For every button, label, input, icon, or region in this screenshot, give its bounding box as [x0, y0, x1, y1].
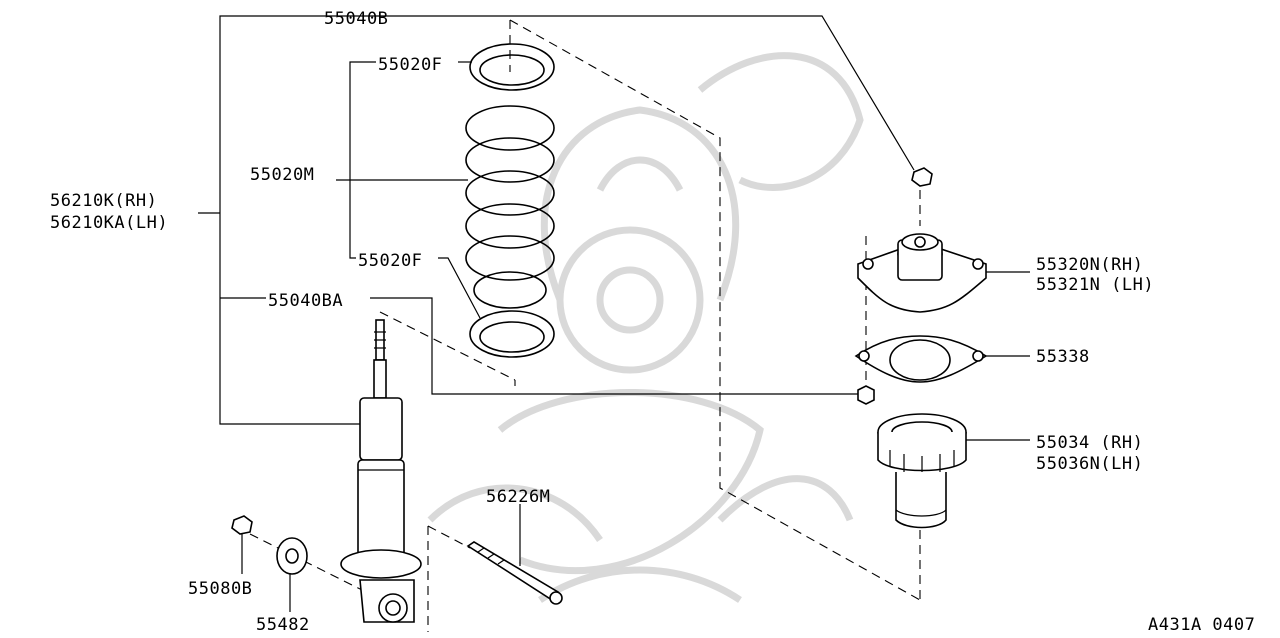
label-56226m: 56226M [486, 487, 550, 507]
mounting-insulator [857, 233, 987, 313]
washer-55482 [276, 537, 308, 575]
coil-spring [465, 105, 555, 309]
diagram-code: A431A 0407 [1148, 615, 1255, 635]
label-55036n-lh: 55036N(LH) [1036, 454, 1143, 474]
gasket-55338 [854, 335, 988, 383]
nut-55080b [231, 515, 253, 535]
label-55040ba: 55040BA [268, 291, 343, 311]
label-55020f-bottom: 55020F [358, 251, 422, 271]
assembly-dashed-lines [249, 19, 921, 632]
label-56210ka-lh: 56210KA(LH) [50, 213, 168, 233]
lower-spring-seat [469, 310, 555, 358]
label-55320n-rh: 55320N(RH) [1036, 255, 1143, 275]
label-55020m: 55020M [250, 165, 314, 185]
label-55338: 55338 [1036, 347, 1090, 367]
label-56210k-rh: 56210K(RH) [50, 191, 157, 211]
shock-absorber [340, 319, 422, 623]
leader-lines [198, 15, 1030, 612]
upper-spring-seat [469, 43, 555, 91]
label-55321n-lh: 55321N (LH) [1036, 275, 1154, 295]
label-55482: 55482 [256, 615, 310, 635]
watermark-emblem [427, 52, 864, 603]
label-55040b: 55040B [324, 9, 388, 29]
bolt-56226m [466, 541, 563, 605]
bump-stop [877, 413, 967, 529]
label-55080b: 55080B [188, 579, 252, 599]
label-55020f-top: 55020F [378, 55, 442, 75]
label-55034-rh: 55034 (RH) [1036, 433, 1143, 453]
lower-nut [857, 385, 875, 405]
top-nut [911, 167, 933, 187]
